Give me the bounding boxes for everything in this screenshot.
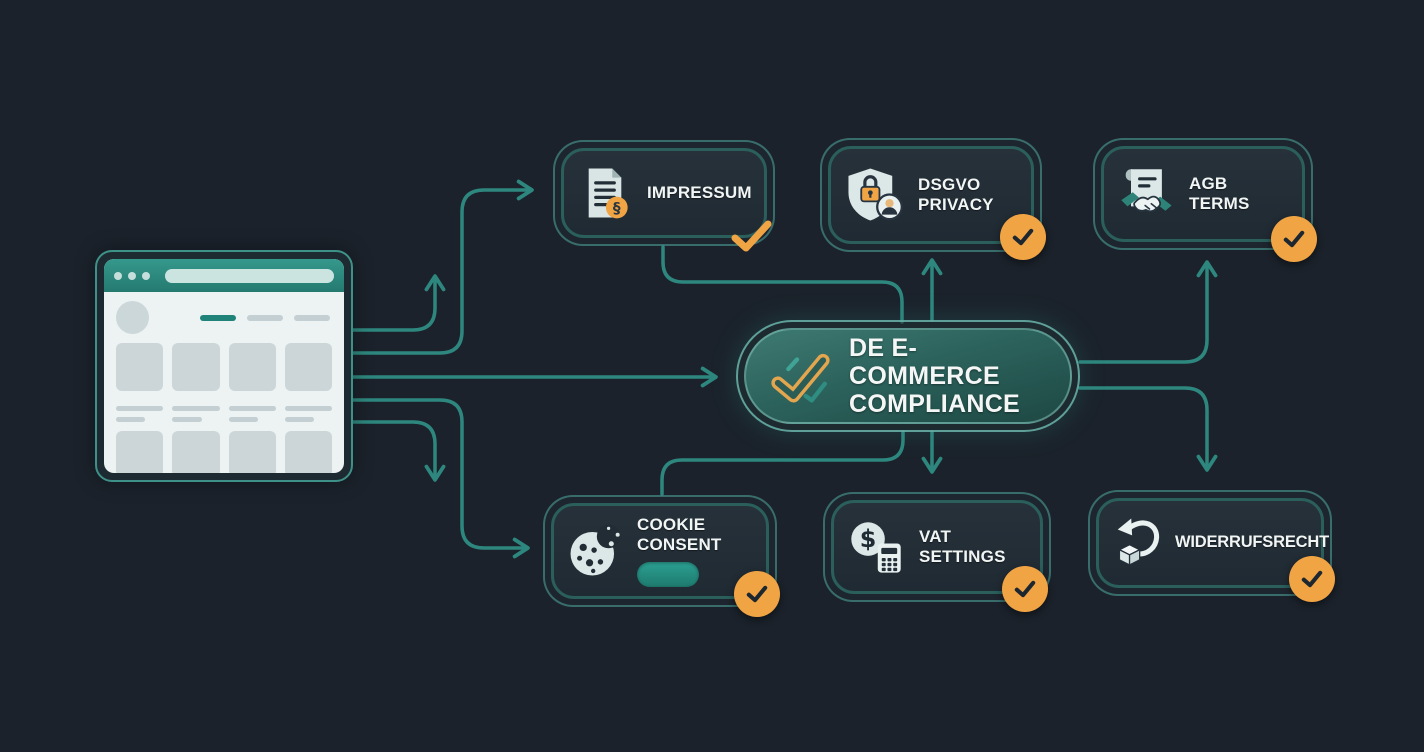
check-icon — [731, 220, 772, 252]
connector-browser-cookie — [350, 398, 530, 559]
browser-window — [104, 259, 344, 473]
double-checkmark-icon — [771, 353, 830, 403]
node-label: COOKIE CONSENT — [637, 515, 722, 588]
node-de-ecommerce-compliance[interactable]: DE E-COMMERCE COMPLIANCE — [736, 320, 1080, 432]
node-impressum[interactable]: § IMPRESSUM — [553, 140, 775, 252]
connector-browser-up-arrow — [350, 274, 446, 332]
node-label: IMPRESSUM — [647, 182, 752, 202]
connector-impressum-center — [661, 245, 904, 324]
node-label: WIDERRUFSRECHT — [1175, 533, 1329, 552]
cookie-icon — [570, 524, 621, 576]
connector-center-agb — [1078, 260, 1218, 364]
cookie-consent-toggle[interactable] — [637, 562, 699, 588]
storefront-browser-mockup — [95, 250, 353, 482]
status-badge-check — [1271, 216, 1317, 262]
node-label: AGB TERMS — [1189, 173, 1250, 213]
connector-browser-down-arrow — [350, 420, 446, 482]
legal-document-paragraph-icon: § — [588, 168, 628, 219]
status-badge-check — [1289, 556, 1335, 602]
node-widerrufsrecht[interactable]: WIDERRUFSRECHT — [1088, 490, 1335, 602]
product-card — [284, 431, 332, 473]
address-bar — [165, 268, 334, 283]
connector-center-widerruf — [1078, 386, 1218, 472]
nav-link — [247, 314, 283, 321]
connector-browser-impressum — [350, 179, 534, 355]
product-card — [228, 431, 276, 473]
product-card — [172, 431, 220, 473]
product-grid — [116, 343, 332, 473]
product-card — [284, 343, 332, 391]
node-agb-terms[interactable]: AGB TERMS — [1093, 138, 1317, 262]
product-text — [116, 400, 164, 422]
node-dsgvo-privacy[interactable]: DSGVO PRIVACY — [820, 138, 1046, 260]
product-card — [172, 343, 220, 391]
product-card — [116, 343, 164, 391]
nav-link-active — [200, 314, 236, 321]
browser-header-bar — [104, 259, 344, 292]
window-dot-icon — [142, 271, 150, 280]
window-dot-icon — [128, 271, 136, 280]
avatar — [116, 301, 149, 334]
product-text — [228, 400, 276, 422]
return-package-icon — [1117, 518, 1160, 566]
product-card — [228, 343, 276, 391]
product-text — [284, 400, 332, 422]
product-card — [116, 431, 164, 473]
shield-lock-user-icon — [848, 168, 903, 221]
node-label: VAT SETTINGS — [919, 526, 1006, 566]
nav-link — [294, 314, 330, 321]
contract-handshake-icon — [1121, 169, 1172, 213]
product-text — [172, 400, 220, 422]
nav-links — [200, 314, 332, 321]
svg-text:§: § — [613, 199, 621, 217]
browser-page-content — [104, 292, 344, 473]
currency-calculator-icon: $ — [851, 522, 901, 573]
svg-text:$: $ — [860, 525, 877, 553]
center-node-label: DE E-COMMERCE COMPLIANCE — [848, 334, 1021, 418]
node-vat-settings[interactable]: $ VAT SETTINGS — [823, 492, 1051, 612]
connector-center-cookie — [660, 430, 905, 496]
status-badge-check — [734, 571, 780, 617]
status-badge-check — [1000, 214, 1046, 260]
window-dot-icon — [114, 271, 122, 280]
node-label: DSGVO PRIVACY — [918, 174, 994, 214]
node-cookie-consent[interactable]: COOKIE CONSENT — [543, 495, 780, 617]
status-badge-check — [1002, 566, 1048, 612]
